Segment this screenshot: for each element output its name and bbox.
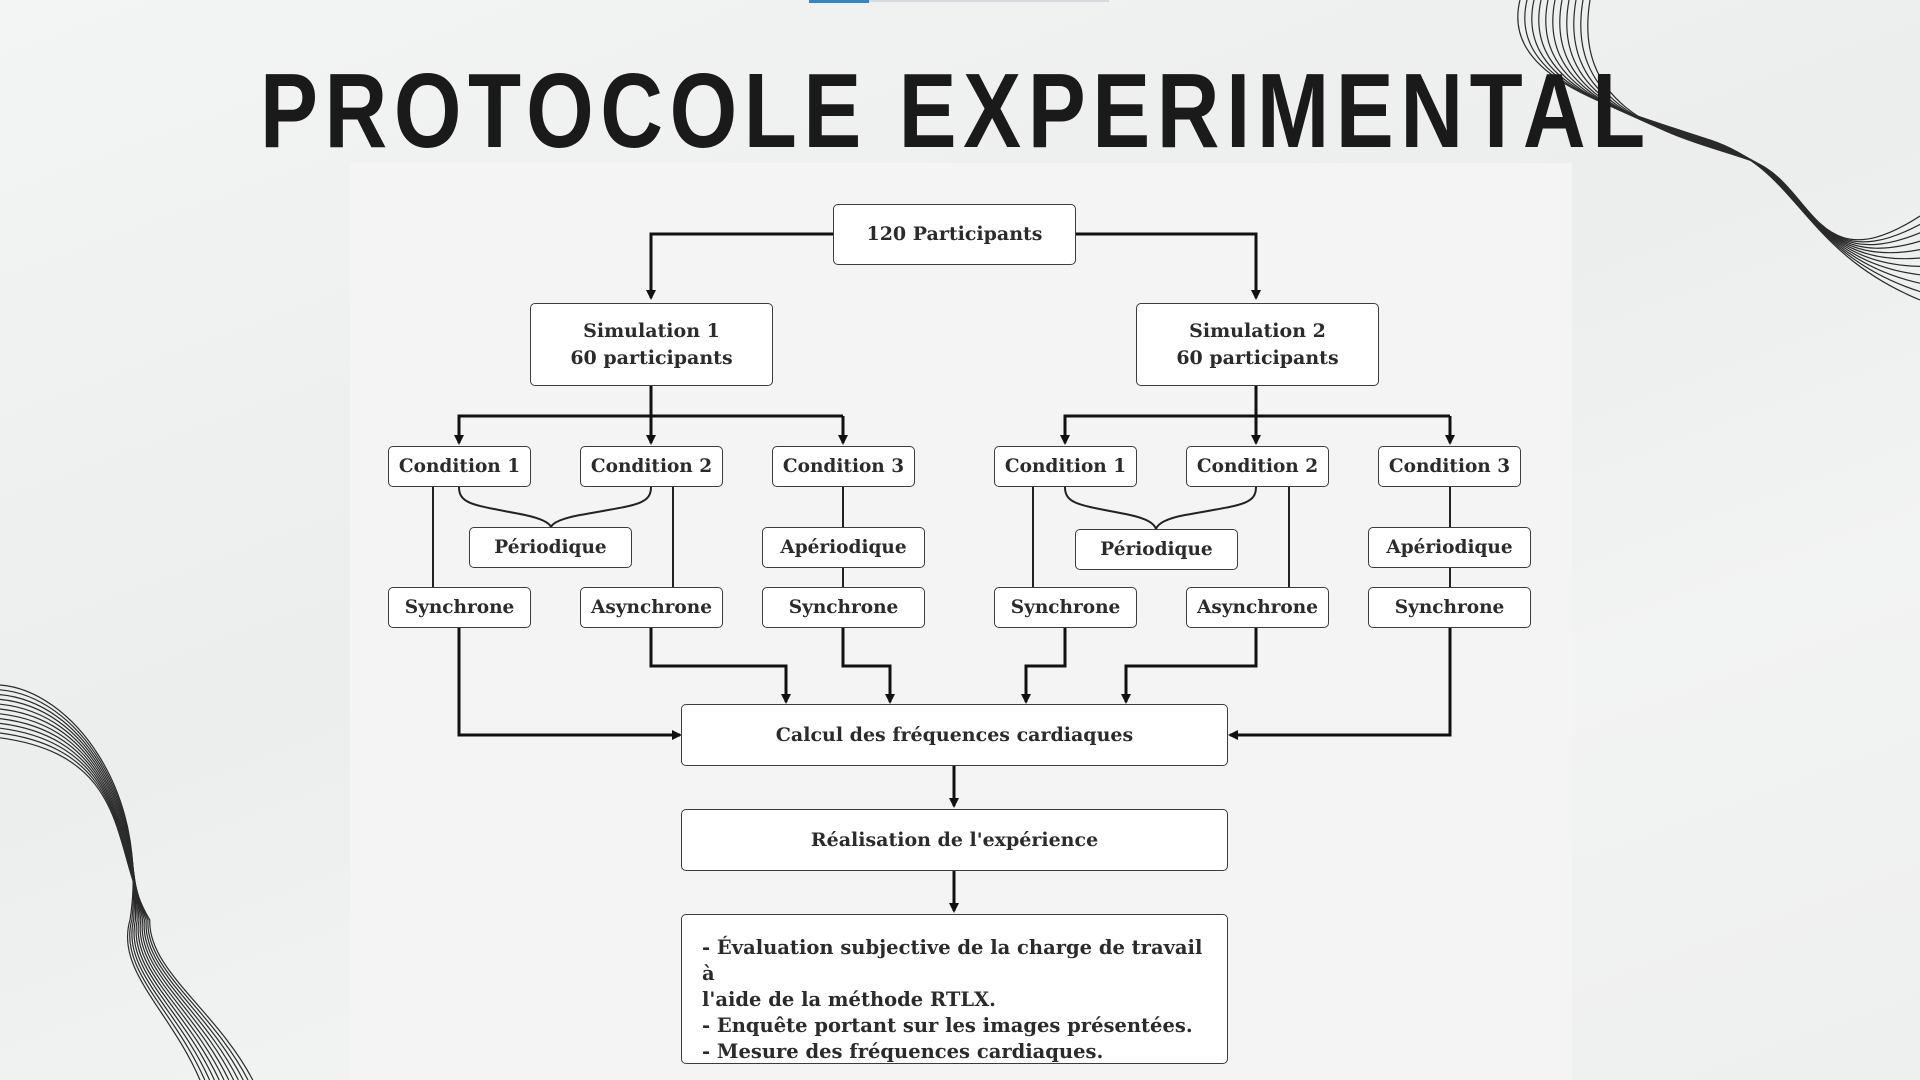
- wave-line: [1531, 0, 1920, 284]
- brace-r-periodique: [1064, 486, 1257, 530]
- arrow-root-sim1: [646, 232, 833, 300]
- left-condition-2-label: Condition 2: [590, 456, 713, 477]
- final-measure-item: - Enquête portant sur les images présent…: [702, 1014, 1193, 1037]
- simulation-2-count: 60 participants: [1176, 346, 1339, 369]
- wave-line: [0, 689, 206, 1080]
- node-right-condition-3: Condition 3: [1378, 446, 1521, 487]
- node-right-aperiodique: Apériodique: [1368, 527, 1531, 568]
- node-120-participants-label: 120 Participants: [866, 223, 1043, 245]
- right-synchrone-1-label: Synchrone: [1010, 597, 1121, 618]
- calcul-frequences-label: Calcul des fréquences cardiaques: [775, 723, 1134, 746]
- simulation-2-title: Simulation 2: [1189, 319, 1326, 342]
- wave-lines-bottom-left: [0, 684, 254, 1080]
- simulation-1-count: 60 participants: [570, 346, 733, 369]
- node-calcul-frequences: Calcul des fréquences cardiaques: [681, 704, 1228, 766]
- wave-line: [1587, 0, 1920, 241]
- left-aperiodique-label: Apériodique: [780, 537, 907, 558]
- left-condition-3-label: Condition 3: [782, 456, 905, 477]
- final-measure-item: - Mesure des fréquences cardiaques.: [702, 1040, 1104, 1063]
- node-right-synchrone-1: Synchrone: [994, 587, 1137, 628]
- final-measure-item: - Évaluation subjective de la charge de …: [702, 936, 1203, 985]
- node-right-asynchrone: Asynchrone: [1186, 587, 1329, 628]
- node-right-periodique: Périodique: [1075, 529, 1238, 570]
- left-condition-1-label: Condition 1: [398, 456, 521, 477]
- right-synchrone-2-label: Synchrone: [1394, 597, 1505, 618]
- wave-line: [0, 713, 230, 1080]
- left-synchrone-2-label: Synchrone: [788, 597, 899, 618]
- wave-line: [0, 718, 235, 1080]
- wave-line: [0, 703, 220, 1080]
- wave-line: [0, 727, 244, 1080]
- node-left-asynchrone: Asynchrone: [580, 587, 723, 628]
- node-final-measures: - Évaluation subjective de la charge de …: [681, 914, 1228, 1064]
- wave-line: [0, 708, 225, 1080]
- arrow-l-async-calcul: [649, 628, 791, 704]
- left-asynchrone-label: Asynchrone: [591, 597, 712, 618]
- wave-line: [1517, 0, 1920, 301]
- node-realisation-experience: Réalisation de l'expérience: [681, 809, 1228, 871]
- wave-line: [1545, 0, 1920, 267]
- final-measure-item: l'aide de la méthode RTLX.: [702, 988, 996, 1011]
- wave-line: [0, 737, 254, 1080]
- node-120-participants: 120 Participants: [833, 204, 1076, 265]
- arrow-root-sim2: [1075, 232, 1261, 300]
- arrow-r-sync2-calcul: [1228, 628, 1452, 740]
- node-left-synchrone-1: Synchrone: [388, 587, 531, 628]
- wave-lines-top-right: [1517, 0, 1920, 301]
- wave-line: [0, 698, 215, 1080]
- page-title: PROTOCOLE EXPERIMENTAL: [259, 52, 1652, 170]
- right-condition-2-label: Condition 2: [1196, 456, 1319, 477]
- right-asynchrone-label: Asynchrone: [1197, 597, 1318, 618]
- right-condition-1-label: Condition 1: [1004, 456, 1127, 477]
- top-accent-line: [869, 0, 1109, 2]
- node-left-condition-2: Condition 2: [580, 446, 723, 487]
- node-left-aperiodique: Apériodique: [762, 527, 925, 568]
- node-left-periodique: Périodique: [469, 527, 632, 568]
- node-simulation-1: Simulation 1 60 participants: [530, 303, 773, 386]
- wave-line: [0, 732, 249, 1080]
- wave-line: [1524, 0, 1920, 293]
- left-synchrone-1-label: Synchrone: [404, 597, 515, 618]
- node-left-condition-3: Condition 3: [772, 446, 915, 487]
- node-right-synchrone-2: Synchrone: [1368, 587, 1531, 628]
- node-right-condition-1: Condition 1: [994, 446, 1137, 487]
- top-accent-bar: [809, 0, 869, 3]
- final-measures-list: - Évaluation subjective de la charge de …: [702, 935, 1209, 1065]
- left-periodique-label: Périodique: [494, 537, 607, 558]
- simulation-1-title: Simulation 1: [583, 319, 720, 342]
- arrow-sim1-cond1: [454, 414, 843, 445]
- node-right-condition-2: Condition 2: [1186, 446, 1329, 487]
- arrow-l-sync1-calcul: [457, 628, 682, 740]
- arrow-r-sync1-calcul: [1021, 628, 1067, 704]
- right-condition-3-label: Condition 3: [1388, 456, 1511, 477]
- right-aperiodique-label: Apériodique: [1386, 537, 1513, 558]
- node-simulation-2: Simulation 2 60 participants: [1136, 303, 1379, 386]
- right-periodique-label: Périodique: [1100, 539, 1213, 560]
- wave-line: [1559, 0, 1920, 254]
- wave-line: [1538, 0, 1920, 276]
- wave-line: [1552, 0, 1920, 260]
- wave-line: [0, 722, 239, 1080]
- arrow-sim2-cond1: [1060, 414, 1450, 445]
- realisation-experience-label: Réalisation de l'expérience: [810, 828, 1099, 851]
- wave-line: [0, 684, 201, 1080]
- node-left-condition-1: Condition 1: [388, 446, 531, 487]
- arrow-r-async-calcul: [1121, 628, 1258, 704]
- wave-line: [0, 694, 211, 1080]
- brace-l-periodique: [458, 486, 652, 528]
- arrow-l-sync2-calcul: [841, 628, 895, 704]
- node-left-synchrone-2: Synchrone: [762, 587, 925, 628]
